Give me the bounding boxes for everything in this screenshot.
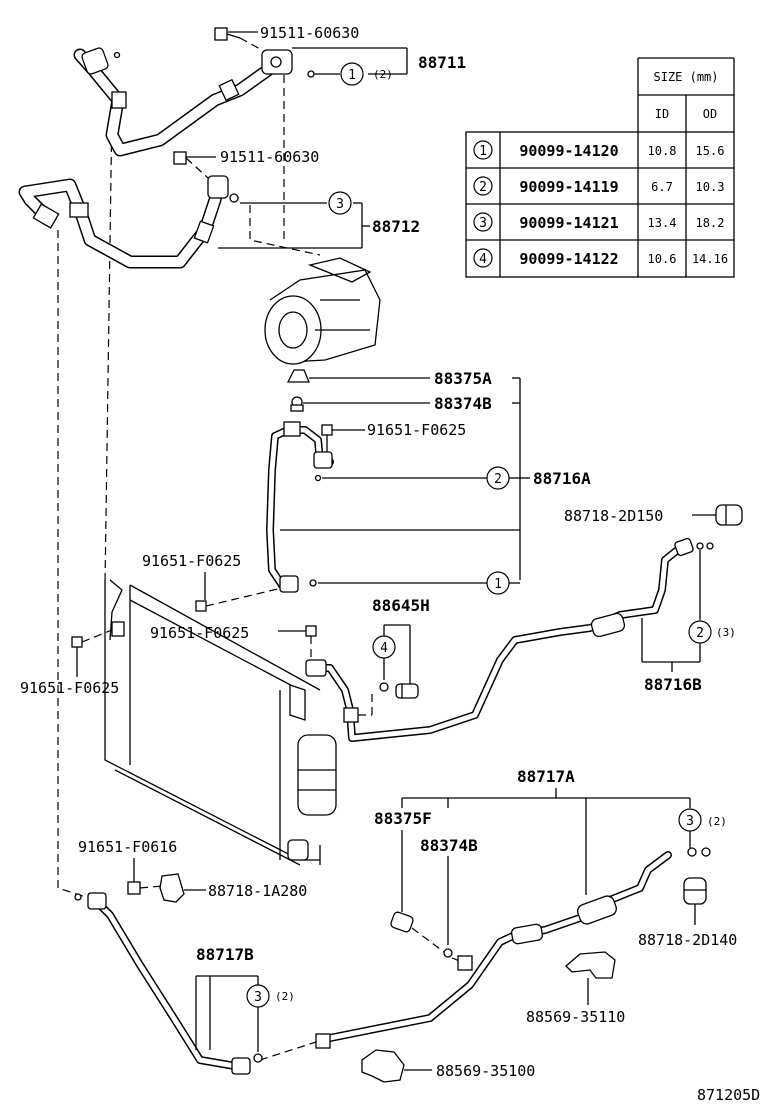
part-91651-F0625-left: 91651-F0625 — [142, 552, 241, 570]
inner-diameter: 10.6 — [648, 252, 677, 266]
part-88374B-low: 88374B — [420, 836, 478, 855]
callout-number: 2 — [696, 626, 704, 641]
row-number: 3 — [479, 216, 487, 231]
pipe-88716B — [305, 537, 714, 742]
part-91651-F0625-mid: 91651-F0625 — [150, 624, 249, 642]
callout-number: 1 — [348, 68, 356, 83]
oring-part-number: 90099-14119 — [519, 178, 618, 196]
part-88375F: 88375F — [374, 809, 432, 828]
oring-part-number: 90099-14122 — [519, 250, 618, 268]
part-91651-F0625-top: 91651-F0625 — [367, 421, 466, 439]
part-91651-F0625-bottom: 91651-F0625 — [20, 679, 119, 697]
bolt-91511-top — [214, 27, 263, 51]
inner-diameter: 10.8 — [648, 144, 677, 158]
part-88712: 88712 — [372, 217, 420, 236]
callout-number: 1 — [494, 577, 502, 592]
callout-3 — [328, 191, 352, 215]
condenser-drawing — [104, 579, 337, 866]
bolt-91511-mid — [173, 151, 216, 179]
callout-number: 3 — [254, 990, 262, 1005]
bolt-91651-F0625-bottom — [71, 629, 113, 677]
part-88569-35110: 88569-35110 — [526, 1008, 625, 1026]
callout-quantity: (2) — [275, 990, 295, 1003]
cap-88375F — [390, 911, 449, 956]
part-91511-60630-top: 91511-60630 — [260, 24, 359, 42]
pipe-88716A — [266, 421, 334, 593]
outer-diameter: 14.16 — [692, 252, 728, 266]
bolt-91651-F0616 — [127, 881, 163, 895]
part-88711: 88711 — [418, 53, 466, 72]
callout-number: 2 — [494, 472, 502, 487]
part-88717A: 88717A — [517, 767, 575, 786]
pipe-88717B — [74, 892, 317, 1075]
part-88374B-top: 88374B — [434, 394, 492, 413]
inner-diameter: 13.4 — [648, 216, 677, 230]
hose-88712 — [18, 175, 239, 269]
clamp-88718-2D150 — [692, 504, 743, 526]
compressor-drawing — [264, 257, 381, 365]
callout-number: 3 — [336, 197, 344, 212]
callout-quantity: (2) — [707, 815, 727, 828]
bolt-91651-F0625-top — [321, 424, 365, 452]
part-88716A: 88716A — [533, 469, 591, 488]
row-number: 2 — [479, 180, 487, 195]
pressure-switch-88645H — [379, 682, 419, 699]
part-91511-60630-mid: 91511-60630 — [220, 148, 319, 166]
bracket-88569-35110 — [565, 951, 616, 1005]
cap-88375A — [286, 369, 430, 383]
row-number: 4 — [479, 252, 487, 267]
table-row: 1 90099-14120 10.8 15.6 — [473, 140, 725, 160]
id-header: ID — [655, 107, 669, 121]
callout-quantity: (2) — [373, 68, 393, 81]
oring-part-number: 90099-14120 — [519, 142, 618, 160]
callout-1 — [340, 62, 364, 86]
callout-number: 3 — [686, 814, 694, 829]
guide-lines — [57, 75, 321, 901]
clamp-88718-1A280 — [159, 873, 206, 903]
od-header: OD — [703, 107, 717, 121]
clamp-88718-2D140 — [683, 877, 707, 925]
inner-diameter: 6.7 — [651, 180, 673, 194]
part-88375A: 88375A — [434, 369, 492, 388]
part-88718-2D150: 88718-2D150 — [564, 507, 663, 525]
row-number: 1 — [479, 144, 487, 159]
outer-diameter: 15.6 — [696, 144, 725, 158]
diagram-code: 871205D — [697, 1086, 760, 1104]
hose-88711 — [73, 47, 315, 157]
cap-88374B-low — [443, 948, 463, 963]
callout-number: 4 — [380, 641, 388, 656]
part-88718-2D140: 88718-2D140 — [638, 931, 737, 949]
outer-diameter: 10.3 — [696, 180, 725, 194]
part-88716B: 88716B — [644, 675, 702, 694]
part-88718-1A280: 88718-1A280 — [208, 882, 307, 900]
o-ring-size-table: SIZE (mm) ID OD 1 90099-14120 10.8 15.6 … — [465, 57, 735, 278]
callout-quantity: (3) — [716, 626, 736, 639]
bolt-91651-F0625-left — [195, 572, 283, 612]
outer-diameter: 18.2 — [696, 216, 725, 230]
size-header: SIZE (mm) — [653, 70, 718, 84]
pipe-88717A — [315, 847, 711, 1049]
table-row: 4 90099-14122 10.6 14.16 — [473, 248, 728, 268]
oring-part-number: 90099-14121 — [519, 214, 618, 232]
table-row: 2 90099-14119 6.7 10.3 — [473, 176, 725, 196]
bracket-88569-35100 — [361, 1049, 432, 1083]
table-row: 3 90099-14121 13.4 18.2 — [473, 212, 725, 232]
cap-88374B-top — [290, 396, 430, 412]
part-88645H: 88645H — [372, 596, 430, 615]
part-88569-35100: 88569-35100 — [436, 1062, 535, 1080]
part-88717B: 88717B — [196, 945, 254, 964]
part-91651-F0616: 91651-F0616 — [78, 838, 177, 856]
